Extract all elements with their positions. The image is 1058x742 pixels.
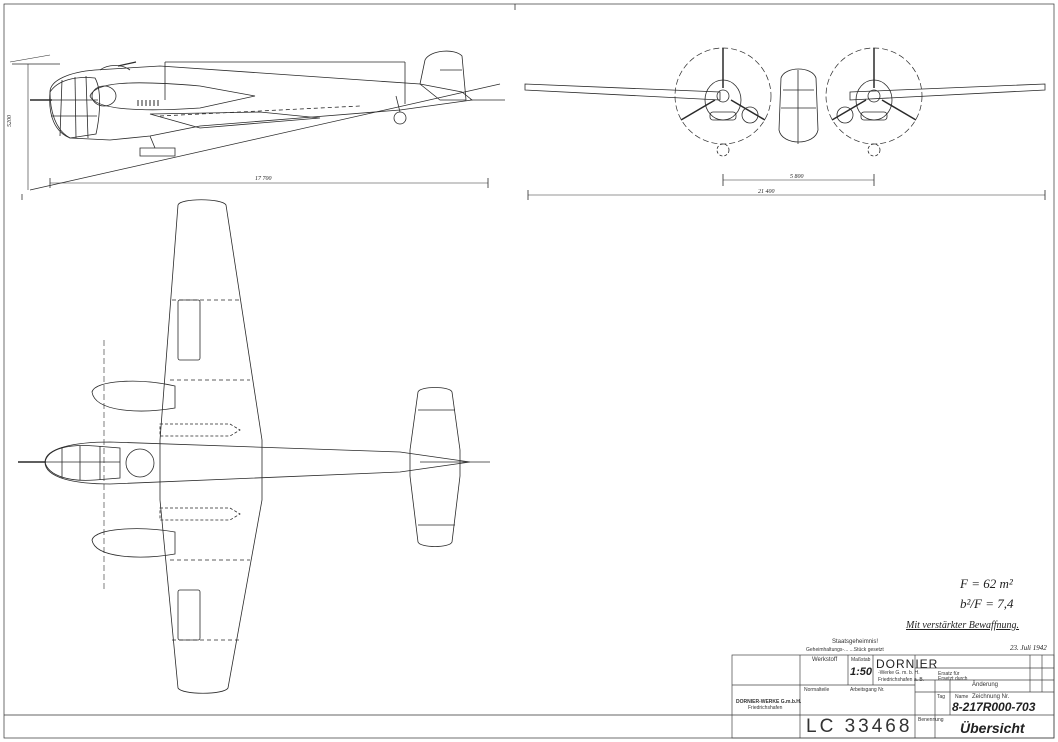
ersatz-fuer-label: Ersatz für: [938, 671, 960, 677]
drawing-number: 8-217R000-703: [952, 700, 1036, 714]
normalteile-label: Normalteile: [804, 687, 830, 693]
side-height-dimension: 5200: [7, 115, 13, 127]
name-label: Name: [955, 694, 969, 700]
scale-value: 1:50: [850, 666, 873, 678]
secrecy-stamp-line1: Staatsgeheimnis!: [832, 639, 879, 645]
aenderung-label: Änderung: [972, 682, 999, 688]
front-track-dimension: 5 800: [790, 174, 804, 180]
company-name: DORNIER: [876, 657, 939, 671]
archive-number: LC 33468: [806, 716, 913, 737]
drawing-date: 23. Juli 1942: [1010, 644, 1047, 652]
aspect-ratio-spec: b²/F = 7,4: [960, 596, 1014, 611]
front-span-dimension: 21 400: [758, 189, 775, 195]
company-sub1: -Werke G. m. b. H.: [878, 670, 920, 676]
armament-note: Mit verstärkter Bewaffnung.: [906, 620, 1020, 631]
side-length-dimension: 17 700: [255, 176, 272, 182]
front-view: [524, 47, 1046, 200]
side-view: [9, 50, 505, 191]
tag-label: Tag: [937, 694, 946, 700]
company-sub2: Friedrichshafen a. B.: [878, 677, 925, 683]
sheet-frame: [3, 3, 1055, 739]
zeichnung-label: Zeichnung Nr.: [972, 694, 1010, 700]
massstab-label: Maßstab: [851, 657, 871, 663]
secrecy-stamp-line2: Geheimhaltungs-... ...Stück gesetzt: [806, 647, 884, 653]
arbeitsgang-label: Arbeitsgang Nr.: [850, 687, 885, 693]
ersetzt-durch-label: Ersetzt durch: [938, 676, 968, 682]
drawing-title: Übersicht: [960, 720, 1025, 736]
company-footer-city: Friedrichshafen: [748, 705, 783, 711]
top-view: [18, 199, 490, 694]
title-block-lines: [731, 654, 1055, 739]
werkstoff-label: Werkstoff: [812, 657, 838, 663]
benennung-label: Benennung: [918, 717, 944, 723]
wing-area-spec: F = 62 m²: [960, 576, 1013, 591]
company-footer: DORNIER-WERKE G.m.b.H.: [736, 699, 802, 705]
